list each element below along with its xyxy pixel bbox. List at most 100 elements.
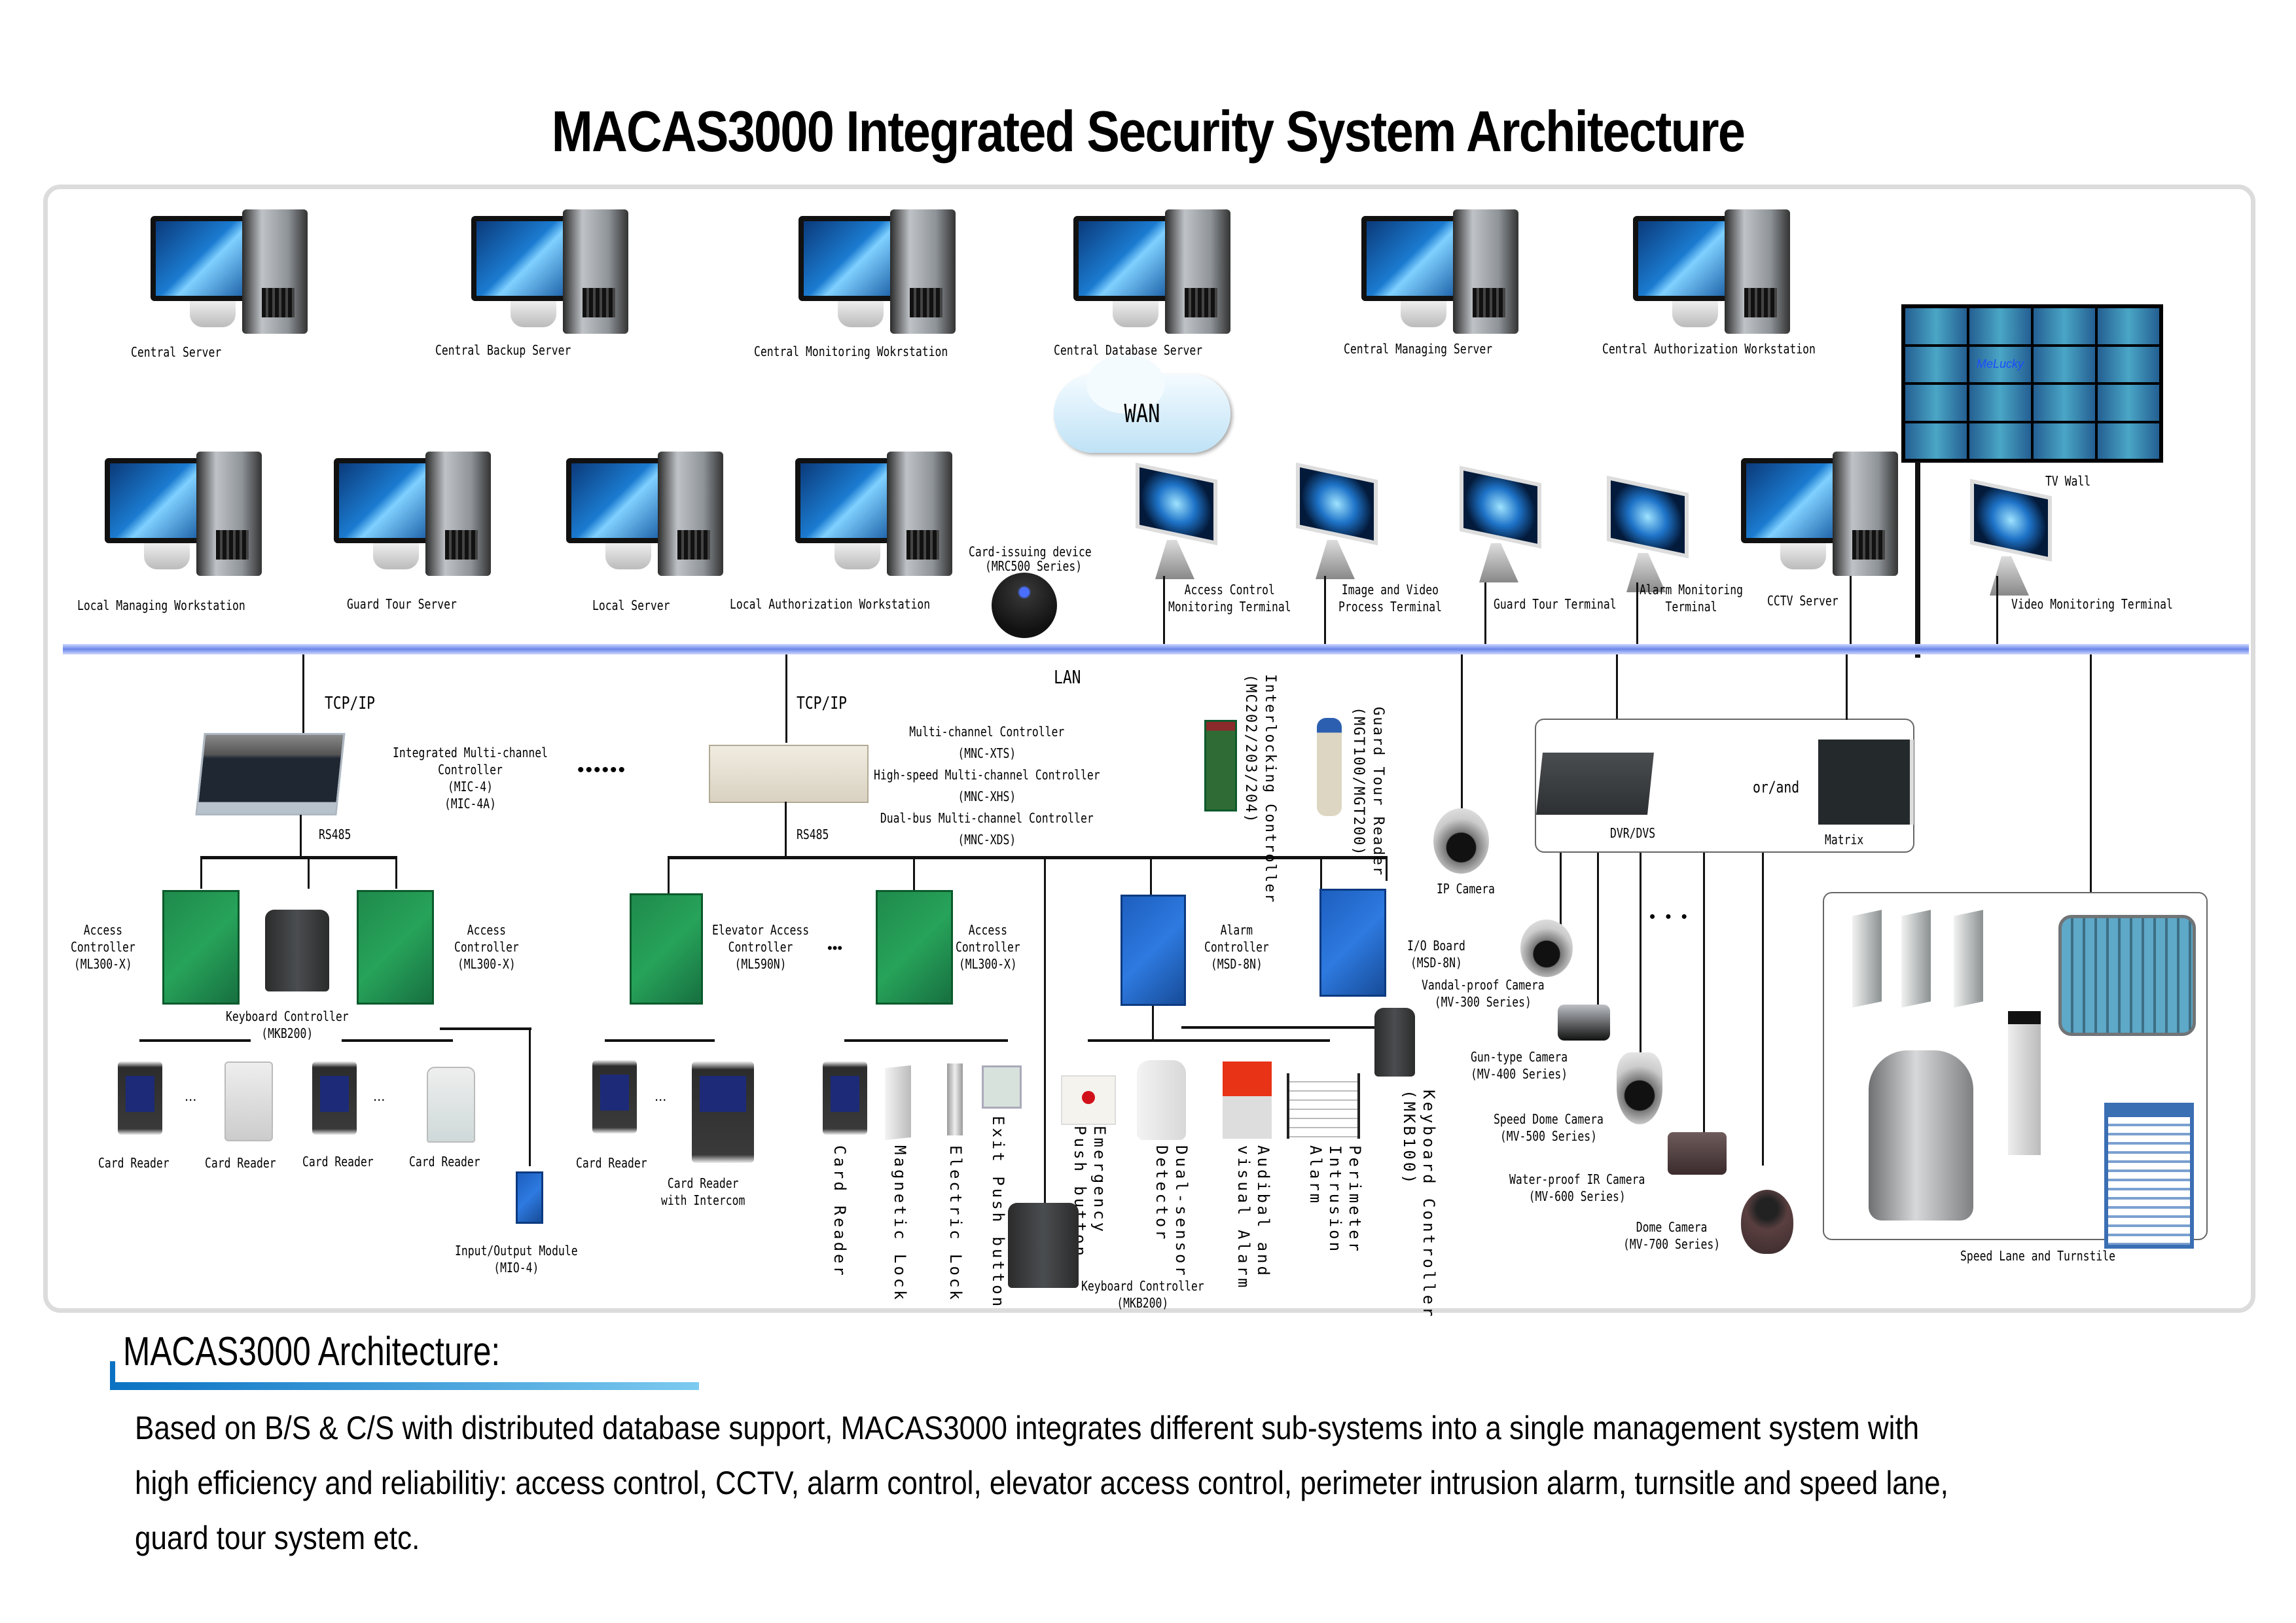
wire: [785, 802, 787, 857]
io-module-label: Input/Output Module (MIO-4): [455, 1243, 578, 1275]
keyboard-controller-label: Keyboard Controller (MKB200): [226, 1008, 349, 1041]
central-authorization-workstation-label: Central Authorization Workstation: [1602, 341, 1816, 357]
wan-cloud: WAN: [1054, 355, 1230, 453]
wire: [1044, 856, 1046, 1281]
ellipsis: ...: [185, 1088, 197, 1104]
access-controller-icon: [162, 890, 240, 1005]
alarm-device-label: Dual-sensor Detector: [1153, 1145, 1191, 1278]
alarm-controller-icon: [1121, 895, 1186, 1006]
lan-bus: [63, 644, 2249, 654]
wire: [1461, 654, 1463, 810]
wire: [1762, 853, 1764, 1166]
card-reader-label: Card Reader: [205, 1155, 276, 1171]
ip-camera-label: IP Camera: [1437, 881, 1495, 897]
door-device-label: Card Reader: [831, 1145, 849, 1278]
guard-tour-server-icon: [334, 452, 497, 582]
wire: [913, 856, 915, 895]
speed-lane-gate-icon: [1852, 910, 1882, 1008]
guard-tour-terminal-label: Guard Tour Terminal: [1494, 596, 1617, 612]
alarm-monitoring-terminal-icon: [1600, 475, 1692, 602]
cctv-server-label: CCTV Server: [1767, 593, 1839, 609]
io-board-icon: [1319, 889, 1386, 997]
local-server-label: Local Server: [592, 597, 670, 613]
alarm-device-label: Audibal and visual Alarm: [1234, 1145, 1272, 1291]
rs485-right-bus: [668, 856, 1388, 859]
mnc-controllers-label: Multi-channel Controller (MNC-XTS) High-…: [874, 724, 1100, 847]
access-controller-label: Access Controller (ML300-X): [956, 922, 1020, 972]
wire: [1386, 856, 1388, 881]
rs485-left-label: RS485: [319, 827, 351, 842]
central-monitoring-workstation-icon: [798, 209, 962, 340]
description-line: guard tour system etc.: [135, 1520, 420, 1556]
wire: [785, 654, 787, 743]
or-and-label: or/and: [1753, 778, 1800, 796]
flap-barrier-icon: [2058, 915, 2196, 1036]
architecture-heading: MACAS3000 Architecture:: [123, 1329, 501, 1374]
wire: [1560, 853, 1562, 925]
wire: [308, 856, 310, 889]
description-line: high efficiency and reliabilitiy: access…: [135, 1465, 1948, 1501]
keyboard-controller-mkb200-icon: [1008, 1203, 1079, 1288]
central-managing-server-icon: [1361, 209, 1525, 340]
alarm-device-label: Emergency Push button: [1071, 1126, 1109, 1258]
card-reader-intercom-label: Card Reader with Intercom: [661, 1175, 745, 1208]
card-issuing-model: (MRC500 Series): [985, 558, 1083, 574]
rs485-left-bus: [200, 856, 397, 859]
more-controllers-ellipsis: ••••••: [577, 759, 627, 781]
card-issuing-device-icon: [992, 573, 1057, 638]
wire: [1846, 654, 1848, 720]
wire: [1320, 856, 1322, 895]
camera-label: Speed Dome Camera (MV-500 Series): [1494, 1111, 1604, 1144]
rs485-right-label: RS485: [797, 827, 829, 842]
speed-lane-box: [1823, 892, 2208, 1240]
full-height-turnstile-icon: [2104, 1103, 2194, 1249]
guard-tour-reader-label: Guard Tour Reader (MGT100/MGT200): [1350, 707, 1386, 877]
access-control-terminal-icon: [1129, 462, 1221, 589]
electric-lock-icon: [947, 1063, 963, 1135]
wire: [1703, 853, 1705, 1134]
gun-camera-icon: [1558, 1005, 1610, 1041]
local-managing-workstation-label: Local Managing Workstation: [77, 597, 245, 613]
tcpip-left-label: TCP/IP: [325, 694, 376, 713]
access-control-terminal-label: Access Control Monitoring Terminal: [1168, 582, 1291, 615]
video-monitoring-terminal-icon: [1964, 478, 2055, 605]
section-accent-bar: [110, 1361, 115, 1383]
wire: [1640, 853, 1641, 1060]
dome-camera-icon: [1741, 1190, 1793, 1254]
io-module-icon: [516, 1171, 543, 1224]
card-reader-label: Card Reader: [576, 1155, 647, 1171]
speed-lane-gate-icon: [1954, 910, 1983, 1008]
tv-wall: MeLucky: [1901, 304, 2163, 463]
tv-wall-cable: [1915, 461, 1920, 658]
central-server-icon: [151, 209, 314, 340]
wire: [1636, 582, 1638, 644]
guard-tour-terminal-icon: [1453, 465, 1545, 592]
card-reader-label: Card Reader: [98, 1155, 170, 1171]
camera-dots: • • •: [1649, 906, 1690, 926]
door-device-label: Magnetic Lock: [891, 1145, 909, 1302]
alarm-monitoring-terminal-label: Alarm Monitoring Terminal: [1640, 582, 1743, 615]
lan-label: LAN: [1054, 666, 1081, 688]
speed-dome-camera-icon: [1617, 1052, 1662, 1124]
tv-wall-brand: MeLucky: [1969, 346, 2031, 382]
wire: [1181, 1026, 1384, 1029]
architecture-description: Based on B/S & C/S with distributed data…: [135, 1400, 1978, 1565]
local-server-icon: [566, 452, 730, 582]
mic-controller-icon: [195, 733, 346, 815]
ip-camera-icon: [1433, 808, 1489, 874]
dvr-icon: [1536, 753, 1654, 815]
wire: [605, 1039, 715, 1042]
wire: [302, 654, 304, 736]
access-controller-icon: [876, 890, 953, 1005]
more-elevator-dots: •••: [827, 940, 843, 956]
io-board-label: I/O Board (MSD-8N): [1407, 938, 1465, 971]
camera-label: Vandal-proof Camera (MV-300 Series): [1422, 977, 1545, 1010]
tcpip-right-label: TCP/IP: [797, 694, 848, 713]
magnetic-lock-icon: [885, 1065, 911, 1141]
wire: [1850, 576, 1852, 644]
central-authorization-workstation-icon: [1633, 209, 1797, 340]
access-controller-icon: [357, 890, 434, 1005]
speed-lane-gate-icon: [1901, 910, 1931, 1008]
card-reader-intercom-icon: [692, 1061, 754, 1163]
tripod-turnstile-icon: [1869, 1050, 1973, 1221]
